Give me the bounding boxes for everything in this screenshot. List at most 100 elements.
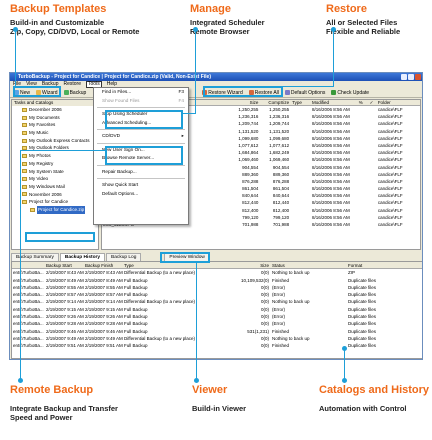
file-size: 1,209,744 [238,121,259,127]
menu-separator [97,107,185,108]
menu-item-stop-using-scheduler[interactable]: Stop Using Scheduler [102,111,148,116]
history-size: 0(0) [260,321,269,327]
menu-help[interactable]: Help [106,81,117,87]
tree-item[interactable]: Project for Candice.zip [12,205,98,214]
file-folder: candice\FLF [377,186,403,192]
tree-item[interactable]: My Favorites [12,121,98,129]
menu-view[interactable]: View [26,81,37,87]
tab-backup-history[interactable]: Backup History [59,253,106,261]
tree-item[interactable]: My Video [12,175,98,183]
toolbar-backup-button[interactable]: Backup [62,89,89,97]
menu-item-show-quick-start[interactable]: Show Quick Start [102,182,139,187]
menu-restore[interactable]: Restore [63,81,82,87]
history-status: Nothing to back up [272,335,310,341]
history-finish: 2/19/2007 9:49 AM [85,335,123,341]
file-type [291,113,311,120]
tree-item-label: Project for Candice.zip [37,205,86,214]
column-header[interactable]: Format [348,263,363,268]
tree-item-label: My System State [29,168,64,174]
column-header[interactable]: Backup Start [46,263,72,268]
menu-item-find-in-files[interactable]: Find in Files...F3 [94,88,188,97]
menu-file[interactable]: File [13,81,22,87]
toolbar-wizard-button[interactable]: Wizard [34,89,60,97]
column-header[interactable]: Type [124,263,134,268]
menu-item-new-user-sign-on[interactable]: New User Sign On... [102,146,145,152]
column-header[interactable]: ✓ [369,100,374,105]
column-header[interactable]: Status [272,263,285,268]
column-header[interactable]: % [358,100,363,105]
menu-item-default-options[interactable]: Default Options... [102,190,139,196]
tab-backup-summary[interactable]: Backup Summary [11,253,59,261]
menu-item-advanced-scheduling[interactable]: Advanced Scheduling... [102,119,152,125]
toolbar-check-update-button[interactable]: Check Update [329,89,371,97]
column-header[interactable]: Size [249,100,259,105]
file-check [369,106,377,113]
file-modified: 8/16/2006 8:56 AM [312,114,350,120]
file-pct [358,214,369,221]
column-header[interactable]: Modified [312,100,330,105]
menu-item-repair-backup[interactable]: Repair Backup... [102,168,137,174]
history-size: 0(0) [260,335,269,341]
tree-item[interactable]: My Outlook Folders [12,144,98,152]
maximize-button[interactable] [408,74,414,80]
column-header[interactable]: Size [260,263,269,268]
toolbar-restore-all-button[interactable]: Restore All [247,89,281,97]
tab-backup-log[interactable]: Backup Log [106,253,142,261]
callout-line: Remote Browser [190,27,250,36]
menu-item-cd-dvd[interactable]: CD/DVD▸ [94,132,188,141]
menu-shortcut: F3 [178,89,184,94]
history-finish: 2/19/2007 8:43 AM [85,270,123,276]
tree-item[interactable]: My Outlook Express Contacts [12,137,98,145]
tree-item[interactable]: My Registry [12,160,98,168]
toolbar-default-options-button[interactable]: Default Options [283,89,327,97]
tree-item[interactable]: December 2006 [12,106,98,114]
tree-item[interactable]: November 2006 [12,191,98,199]
tree-item[interactable]: My Documents [12,114,98,122]
column-header[interactable]: CompSize [268,100,290,105]
column-header[interactable]: Folder [377,100,391,105]
tree-item[interactable]: My System State [12,168,98,176]
file-check [369,171,377,178]
tree-item[interactable]: My Photos [12,152,98,160]
callout-title: Catalogs and History [319,384,430,396]
file-folder: candice\FLF [377,222,403,227]
column-header[interactable]: Type [292,100,302,105]
column-header[interactable]: Backup Finish [85,263,114,268]
history-finish: 2/19/2007 9:26 AM [85,314,123,320]
column-header[interactable] [12,262,45,268]
window-controls [401,74,421,80]
tree-item[interactable]: My Music [12,129,98,137]
menu-item-browse-remote-server[interactable]: Browse Remote Server... [102,155,155,160]
menu-backup[interactable]: Backup [41,81,59,87]
tree-item[interactable]: Project for Candice [12,198,98,206]
toolbar-new-button[interactable]: New [12,89,32,97]
file-modified: 8/16/2006 8:56 AM [312,171,350,177]
folder-icon [22,200,27,205]
tree-item[interactable]: My Windows Mail [12,183,98,191]
minimize-button[interactable] [401,74,407,80]
close-button[interactable] [415,74,421,80]
